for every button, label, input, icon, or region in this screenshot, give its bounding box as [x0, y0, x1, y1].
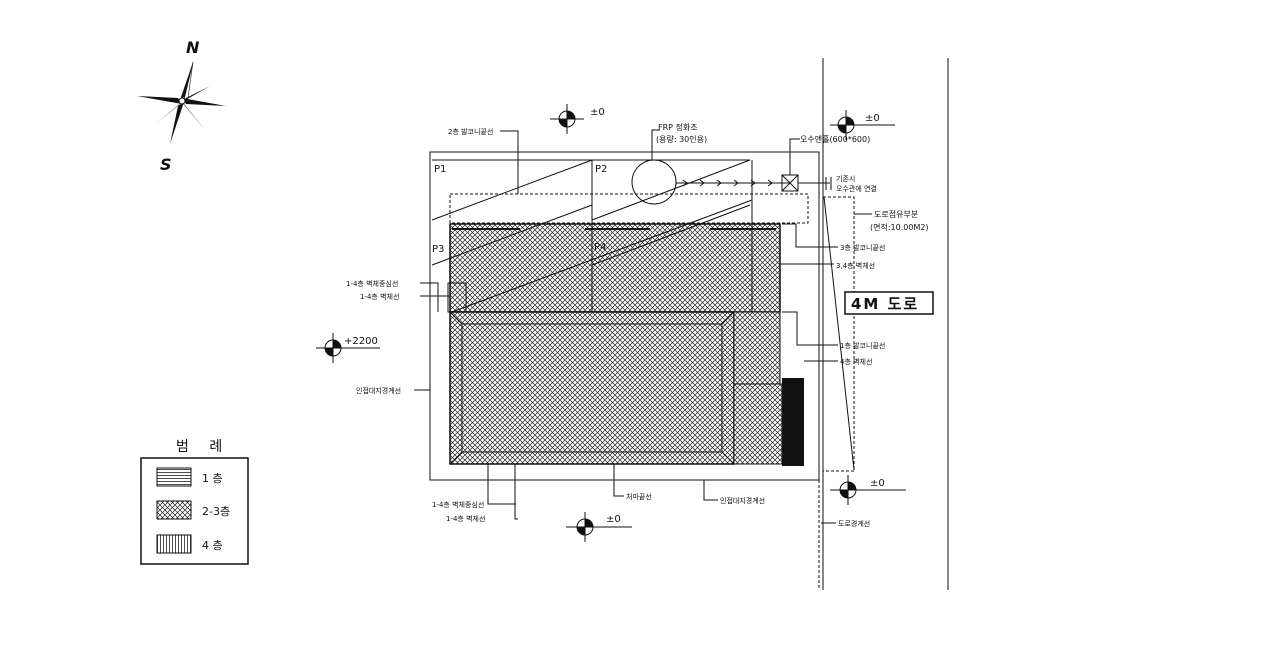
legend-swatch-23f	[156, 500, 192, 520]
floor-side-block	[733, 311, 781, 385]
adjacent-boundary-left-label: 인접대지경계선	[356, 386, 401, 395]
wall-14f-bottom-label: 1-4층 벽체선	[446, 514, 485, 523]
balcony-2f-leader	[500, 130, 519, 194]
sewer-connection	[798, 177, 832, 190]
survey-frame	[432, 159, 593, 312]
level-top-text: ±0	[590, 107, 605, 118]
point-p2: P2	[595, 164, 607, 175]
existing-sewer-label-1: 기존시	[836, 174, 855, 183]
floor-4f-core	[782, 378, 804, 466]
point-p3: P3	[432, 244, 444, 255]
floor-lower-block	[449, 311, 735, 465]
level-marker-left: +2200	[316, 333, 380, 363]
septic-label-line1: FRP 정화조	[658, 122, 698, 132]
level-bottom-text: ±0	[606, 514, 621, 525]
wall-34f-label: 3,4층 벽체선	[836, 261, 875, 270]
balcony-3f-leader	[782, 223, 838, 248]
septic-label-line2: (용량: 30인용)	[656, 134, 707, 144]
legend: 범 례 1 층 2-3층 4 층	[140, 439, 249, 565]
legend-label-23f: 2-3층	[202, 505, 230, 518]
level-marker-right: ±0	[830, 110, 895, 140]
roof-eave-lines	[449, 311, 735, 465]
eaves-leader	[613, 464, 624, 497]
level-bottom-right-text: ±0	[870, 478, 885, 489]
existing-sewer-label-2: 오수관에 연결	[836, 184, 877, 193]
compass-north-letter: N	[186, 38, 200, 57]
level-left-text: +2200	[344, 336, 378, 347]
sewer-flow-arrows	[682, 179, 773, 187]
balcony-2f-label: 2층 발코니끝선	[448, 127, 493, 136]
wall-14f-bottom-leaders	[487, 464, 518, 520]
road-occupancy-label-1: 도로점유부분	[874, 209, 918, 219]
survey-diagonals	[431, 159, 753, 313]
manhole-label: 오수맨홀(600*600)	[800, 134, 870, 144]
balcony-1f-leader	[782, 311, 838, 346]
point-p4: P4	[594, 242, 606, 253]
legend-swatch-4f	[156, 534, 192, 554]
floor-upper-block	[449, 223, 781, 313]
level-marker-bottom: ±0	[566, 512, 632, 542]
legend-swatch-1f	[156, 467, 192, 487]
wall-14f-left-label: 1-4층 벽체선	[360, 292, 399, 301]
site-boundary	[429, 151, 820, 481]
wall-center-14f-left-label: 1-4층 벽체중심선	[346, 279, 398, 288]
level-marker-top: ±0	[550, 104, 605, 134]
legend-label-4f: 4 층	[202, 539, 223, 552]
road-label: 4M 도로	[851, 295, 919, 313]
compass: N S	[137, 38, 226, 174]
balcony-1f-label: 1층 발코니끝선	[840, 341, 885, 350]
wall-4f-label: 4층 벽체선	[840, 357, 872, 366]
compass-south-letter: S	[160, 155, 172, 174]
point-p1: P1	[434, 164, 446, 175]
adjacent-boundary-bottom-label: 인접대지경계선	[720, 496, 765, 505]
level-marker-bottom-right: ±0	[830, 475, 906, 505]
road-occupancy-diagonal	[823, 196, 855, 471]
manhole-leader	[789, 138, 800, 175]
level-right-text: ±0	[865, 113, 880, 124]
septic-tank-circle	[631, 159, 677, 205]
road-occupancy-label-2: (면적:10.00M2)	[870, 222, 929, 232]
wall-14f-left-leaders	[420, 282, 450, 312]
adjacent-boundary-bottom-leader	[703, 480, 718, 501]
eaves-label: 처마끝선	[626, 492, 652, 501]
balcony-2f-outline	[449, 193, 809, 224]
septic-leader	[651, 129, 660, 160]
balcony-3f-label: 3층 발코니끝선	[840, 243, 885, 252]
road-label-box	[844, 291, 934, 315]
road-boundary-label: 도로경계선	[838, 519, 870, 528]
compass-star-icon	[137, 61, 226, 144]
legend-title: 범 례	[176, 439, 230, 455]
stair-block	[733, 383, 783, 465]
legend-label-1f: 1 층	[202, 472, 223, 485]
wall-center-14f-bottom-label: 1-4층 벽체중심선	[432, 500, 484, 509]
road-occupancy-area	[822, 196, 855, 472]
